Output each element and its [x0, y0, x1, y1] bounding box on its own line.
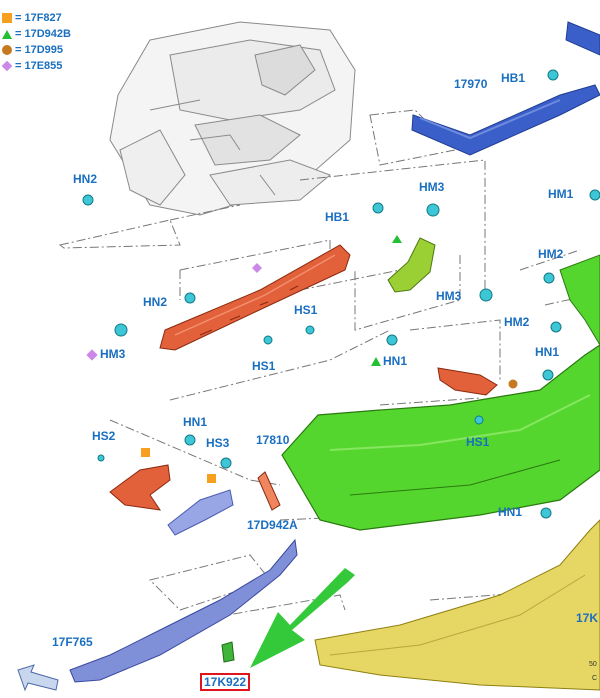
fastener-hs1-b	[305, 325, 315, 335]
fastener-hm3-left	[114, 323, 128, 337]
legend-item-17e855: = 17E855	[1, 58, 71, 74]
legend-item-17f827: = 17F827	[2, 10, 71, 26]
fastener-hs1-c	[474, 415, 484, 425]
corner-code-1: 50	[589, 661, 597, 668]
callout-hm3-top[interactable]: HM3	[419, 180, 445, 194]
fasteners	[82, 69, 600, 519]
callout-hm2-b[interactable]: HM2	[504, 315, 530, 329]
diamond-icon	[86, 349, 98, 361]
legend-item-17d942b: = 17D942B	[2, 26, 71, 42]
left-side-bracket[interactable]	[109, 464, 171, 511]
callout-hn2-top[interactable]: HN2	[73, 172, 98, 186]
fastener-hn2-mid	[184, 292, 196, 304]
fastener-hn2-top	[82, 194, 94, 206]
pointer-arrow	[250, 568, 355, 668]
square-marker	[207, 474, 216, 483]
fastener-hs3	[220, 457, 232, 469]
triangle-icon	[2, 29, 12, 39]
diamond-icon	[1, 60, 13, 72]
callout-hn2-mid[interactable]: HN2	[143, 295, 168, 309]
bumper-strip[interactable]	[257, 471, 281, 511]
callout-hs1-b[interactable]: HS1	[294, 303, 318, 317]
callout-17k-cut[interactable]: 17K	[576, 611, 599, 625]
callout-hm3-left[interactable]: HM3	[86, 348, 125, 361]
vehicle-body-structure	[109, 21, 356, 216]
fastener-hb1-mid	[372, 202, 384, 214]
corner-bracket[interactable]	[437, 367, 498, 396]
side-bracket[interactable]	[387, 237, 436, 293]
fastener-hn1-mid	[386, 334, 398, 346]
callout-hm1[interactable]: HM1	[548, 187, 574, 201]
fastener-hm1	[589, 189, 600, 201]
callout-hn1-low[interactable]: HN1	[498, 505, 523, 519]
callout-17d942a[interactable]: 17D942A	[247, 518, 298, 532]
square-marker	[141, 448, 150, 457]
fastener-hm3-mid	[479, 288, 493, 302]
lower-bracket[interactable]	[167, 489, 234, 536]
energy-absorber[interactable]	[159, 244, 351, 351]
fastener-hm3-top	[426, 203, 440, 217]
part-markers	[141, 235, 518, 483]
fastener-hn1-low	[540, 507, 552, 519]
callout-hs2[interactable]: HS2	[92, 429, 116, 443]
callout-hn1-right[interactable]: HN1	[535, 345, 560, 359]
callout-hn1-left[interactable]: HN1	[183, 415, 208, 429]
bumper-cover[interactable]	[281, 254, 600, 531]
circle-icon	[2, 45, 12, 55]
legend-item-17d995: = 17D995	[2, 42, 71, 58]
callout-17f765[interactable]: 17F765	[52, 635, 93, 649]
lower-valance[interactable]	[69, 538, 298, 683]
triangle-marker	[392, 235, 402, 243]
fastener-hb1-top	[547, 69, 559, 81]
callout-hs1-a[interactable]: HS1	[252, 359, 276, 373]
callout-hn1-mid[interactable]: HN1	[371, 355, 407, 368]
rear-valance[interactable]	[314, 519, 600, 691]
marker-legend: = 17F827 = 17D942B = 17D995 = 17E855	[1, 10, 71, 74]
reinforcement-beam[interactable]	[411, 21, 600, 156]
callout-hs1-c[interactable]: HS1	[466, 435, 490, 449]
fastener-hs1-a	[263, 335, 273, 345]
callout-hs3[interactable]: HS3	[206, 436, 230, 450]
callout-hb1-top[interactable]: HB1	[501, 71, 526, 85]
callout-17k922-highlight[interactable]: 17K922	[200, 673, 251, 691]
callout-hm3-mid[interactable]: HM3	[436, 289, 462, 303]
circle-marker	[508, 379, 518, 389]
view-direction-arrow	[17, 664, 59, 692]
callout-17810[interactable]: 17810	[256, 433, 290, 447]
corner-code-2: C	[592, 675, 598, 682]
callout-hm2-a[interactable]: HM2	[538, 247, 564, 261]
fastener-hm2-b	[550, 321, 562, 333]
triangle-icon	[371, 357, 381, 367]
bumper-clip[interactable]	[221, 641, 235, 663]
fastener-hs2	[97, 454, 105, 462]
fastener-hn1-left	[184, 434, 196, 446]
diamond-marker	[252, 263, 262, 273]
callout-17970[interactable]: 17970	[454, 77, 488, 91]
fastener-hn1-right	[542, 369, 554, 381]
square-icon	[2, 13, 12, 23]
callout-hb1-mid[interactable]: HB1	[325, 210, 350, 224]
fastener-hm2-a	[543, 272, 555, 284]
